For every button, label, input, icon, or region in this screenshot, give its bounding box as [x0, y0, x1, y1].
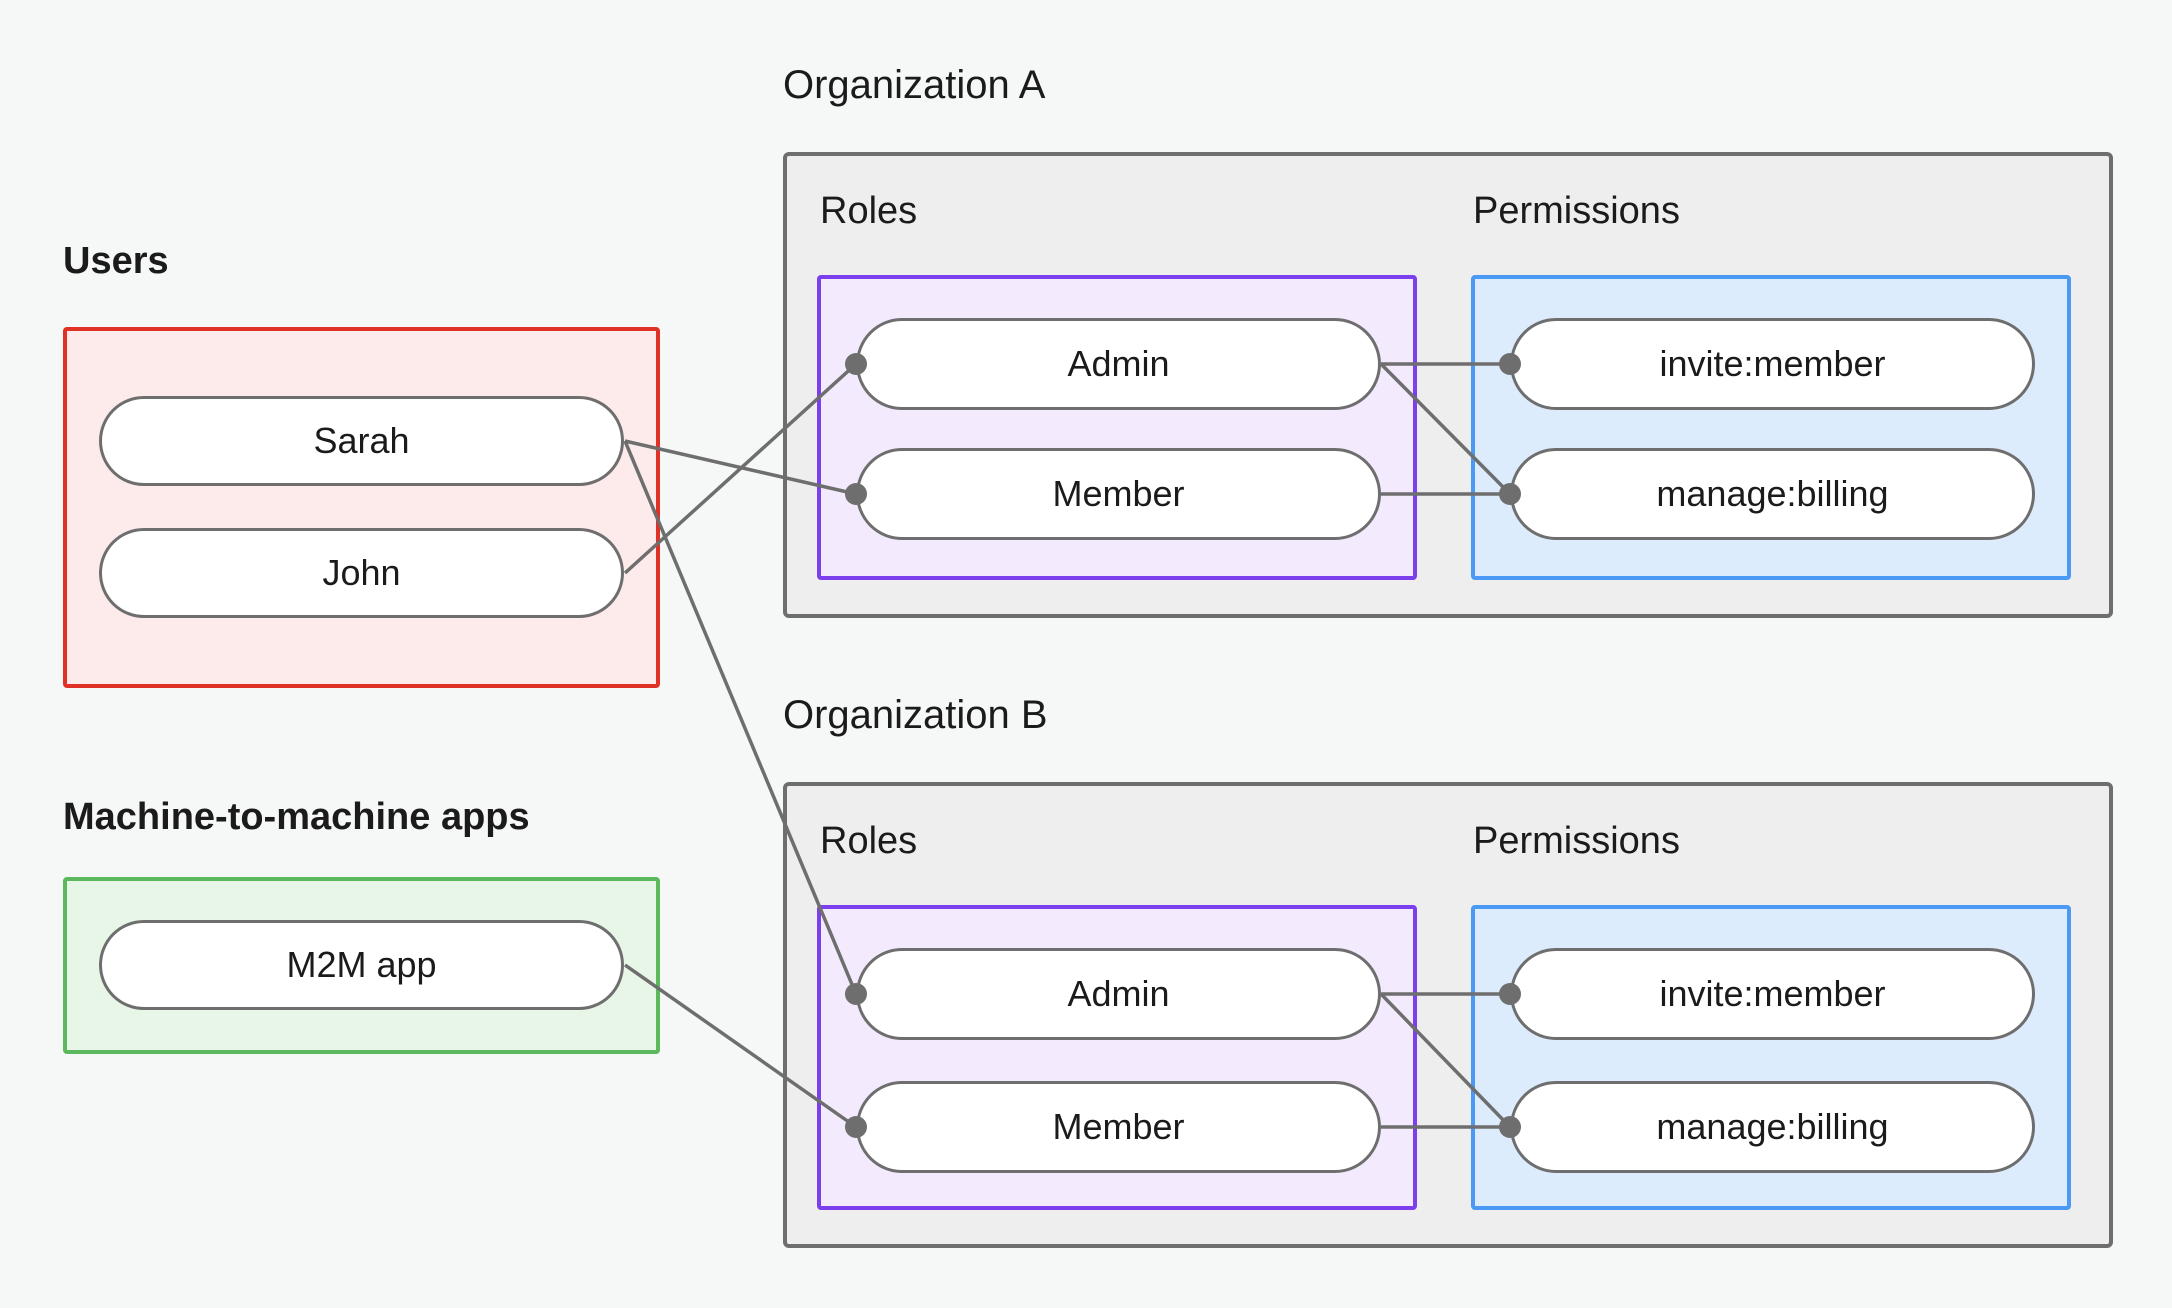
org-b-permission-node-manage-billing-label: manage:billing [1656, 1106, 1889, 1147]
org-a-role-node-admin[interactable]: Admin [856, 318, 1381, 410]
org-b-roles-title: Roles [820, 820, 918, 862]
org-b-title: Organization B [783, 693, 1048, 737]
org-a-permission-node-invite-member-label: invite:member [1659, 343, 1886, 384]
org-b-permission-node-manage-billing[interactable]: manage:billing [1510, 1081, 2035, 1173]
m2m-group-caption: Machine-to-machine apps [63, 796, 530, 838]
org-a-role-node-member-label: Member [1052, 473, 1185, 514]
org-b-role-node-admin-label: Admin [1067, 973, 1170, 1014]
org-a-permission-node-invite-member[interactable]: invite:member [1510, 318, 2035, 410]
m2m-node-app[interactable]: M2M app [99, 920, 624, 1010]
org-b-role-node-member-label: Member [1052, 1106, 1185, 1147]
org-b-role-node-member[interactable]: Member [856, 1081, 1381, 1173]
m2m-node-app-label: M2M app [286, 944, 437, 985]
user-node-sarah[interactable]: Sarah [99, 396, 624, 486]
users-group-frame [63, 327, 660, 688]
org-b-permission-node-invite-member-label: invite:member [1659, 973, 1886, 1014]
org-a-role-node-admin-label: Admin [1067, 343, 1170, 384]
user-node-john[interactable]: John [99, 528, 624, 618]
org-a-permissions-title: Permissions [1473, 190, 1680, 232]
org-a-permission-node-manage-billing[interactable]: manage:billing [1510, 448, 2035, 540]
org-b-permissions-title: Permissions [1473, 820, 1680, 862]
org-b-role-node-admin[interactable]: Admin [856, 948, 1381, 1040]
org-a-roles-title: Roles [820, 190, 918, 232]
org-b-permission-node-invite-member[interactable]: invite:member [1510, 948, 2035, 1040]
user-node-sarah-label: Sarah [313, 420, 410, 461]
users-group-caption: Users [63, 240, 169, 282]
org-a-title: Organization A [783, 63, 1046, 107]
user-node-john-label: John [322, 552, 401, 593]
org-a-permission-node-manage-billing-label: manage:billing [1656, 473, 1889, 514]
org-a-role-node-member[interactable]: Member [856, 448, 1381, 540]
